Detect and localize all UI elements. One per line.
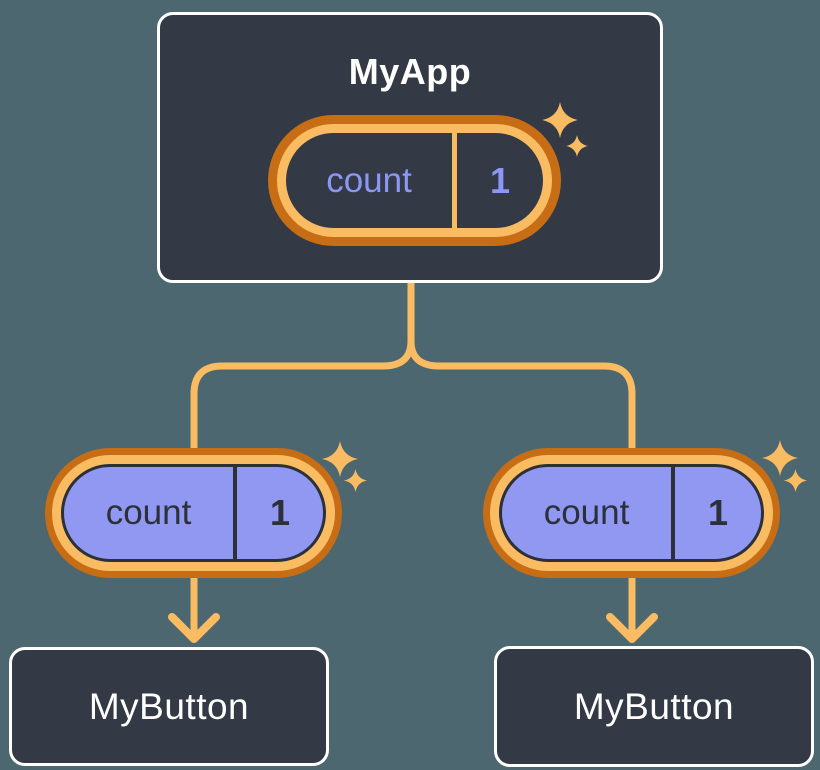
component-node-myapp: MyApp count 1: [157, 12, 663, 283]
prop-pill-right: count 1: [483, 448, 780, 578]
prop-pill-body: count 1: [499, 464, 764, 562]
component-label: MyButton: [88, 685, 250, 727]
pill-key-label: count: [543, 493, 630, 532]
prop-pill-left: count 1: [45, 448, 342, 578]
arrow-down-icon: [606, 613, 658, 643]
pill-divider: [452, 133, 457, 228]
pill-divider: [671, 467, 675, 559]
pill-value: 1: [269, 492, 291, 533]
arrow-down-icon: [168, 613, 220, 643]
state-pill-body: count 1: [286, 133, 543, 228]
connector-right-branch: [407, 340, 636, 636]
sparkle-icon: [566, 135, 588, 157]
connector-left-branch: [190, 340, 415, 636]
pill-key-label: count: [105, 493, 192, 532]
sparkle-icon: [784, 469, 807, 492]
pill-value: 1: [707, 492, 729, 533]
prop-pill-body: count 1: [61, 464, 326, 562]
pill-divider: [233, 467, 237, 559]
component-node-mybutton-right: MyButton: [494, 646, 814, 767]
state-pill: count 1: [268, 115, 561, 246]
component-label: MyApp: [348, 51, 472, 92]
sparkle-icon: [542, 102, 578, 138]
component-label: MyButton: [573, 685, 735, 727]
sparkle-icon: [322, 441, 358, 477]
pill-value: 1: [489, 159, 511, 201]
sparkle-icon: [762, 440, 798, 476]
component-node-mybutton-left: MyButton: [9, 647, 329, 766]
sparkle-icon: [344, 469, 367, 492]
pill-key-label: count: [326, 160, 412, 200]
